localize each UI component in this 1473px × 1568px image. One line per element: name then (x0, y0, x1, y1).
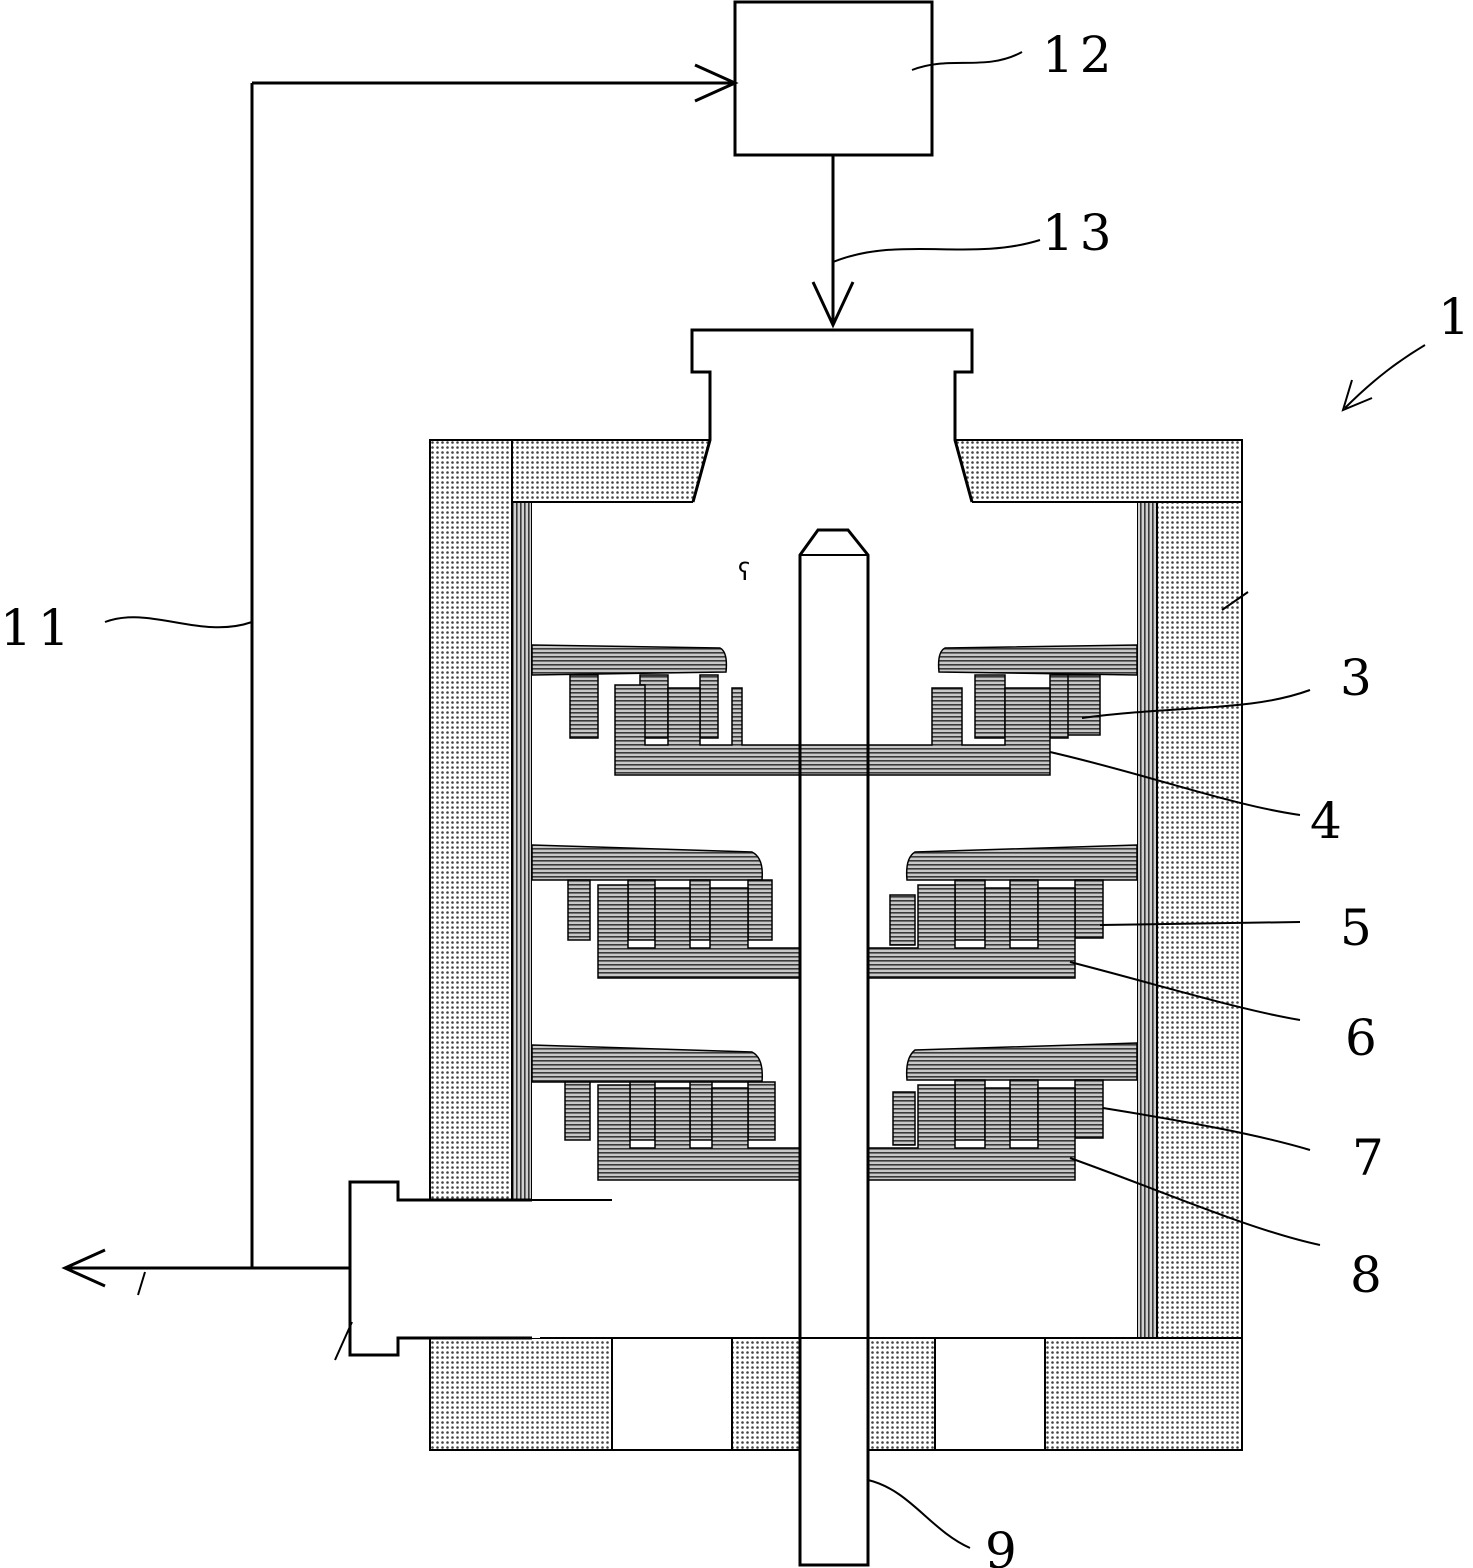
control-box (735, 2, 932, 155)
label-8: 8 (1350, 1246, 1388, 1304)
label-11: 11 (0, 599, 76, 657)
outlet-nozzle (350, 1182, 532, 1355)
liner-right (1137, 502, 1157, 1338)
label-9: 9 (985, 1522, 1023, 1568)
label-3: 3 (1340, 649, 1378, 707)
label-5: 5 (1340, 899, 1378, 957)
label-12: 12 (1042, 26, 1118, 84)
liner-left (512, 502, 532, 1200)
label-1: 1 (1438, 288, 1473, 346)
label-4: 4 (1310, 792, 1348, 850)
label-6: 6 (1345, 1009, 1383, 1067)
feed-line (813, 155, 853, 325)
label-13: 13 (1042, 204, 1118, 262)
svg-text:ʕ: ʕ (738, 558, 750, 586)
label-7: 7 (1352, 1129, 1390, 1187)
inlet-nozzle (692, 330, 972, 502)
